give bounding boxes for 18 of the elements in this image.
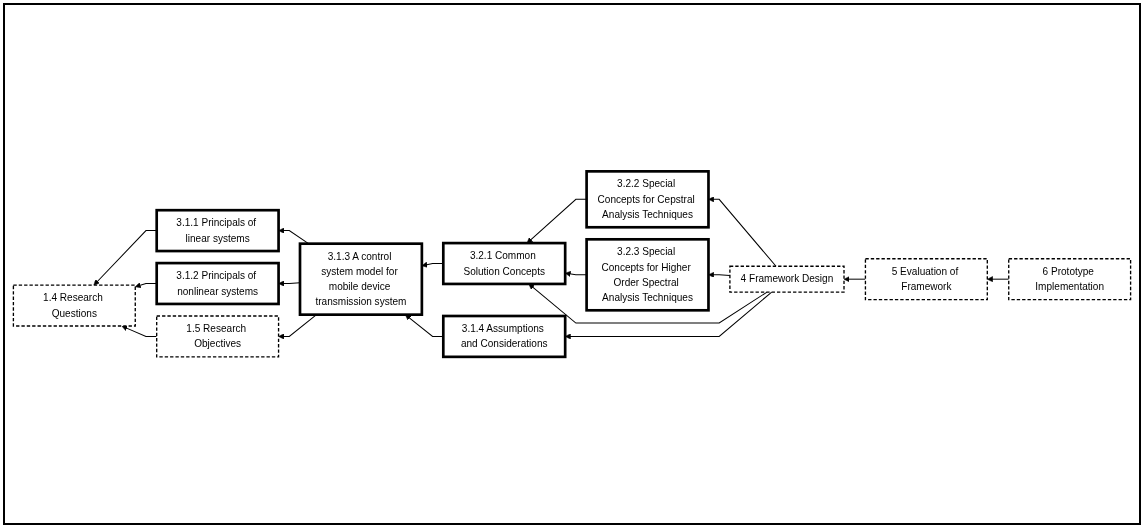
node-box: 3.1.3 A control system model for mobile device transmission system [298,242,424,316]
arrow [278,314,317,340]
node-box: 6 Prototype Implementation [1008,257,1132,301]
arrow [278,280,301,287]
arrow [528,283,768,324]
arrow [421,261,444,268]
arrow [708,196,777,267]
node-box: 5 Evaluation of Framework [864,257,988,301]
node-box: 3.2.1 Common Solution Concepts [441,241,567,286]
node-box: 3.2.2 Special Concepts for Cepstral Analysis Techniques [585,169,710,229]
node-box: 4 Framework Design [729,265,845,293]
node-box: 3.1.4 Assumptions and Considerations [441,314,567,359]
node-box: 1.5 Research Objectives [156,315,280,358]
node-box: 3.1.2 Principals of nonlinear systems [155,261,280,306]
node-box: 3.2.3 Special Concepts for Higher Order Spectral Analysis Techniques [585,237,710,312]
node-box: 3.1.1 Principals of linear systems [155,208,280,253]
node-box: 1.4 Research Questions [12,284,136,327]
arrow [405,314,444,337]
